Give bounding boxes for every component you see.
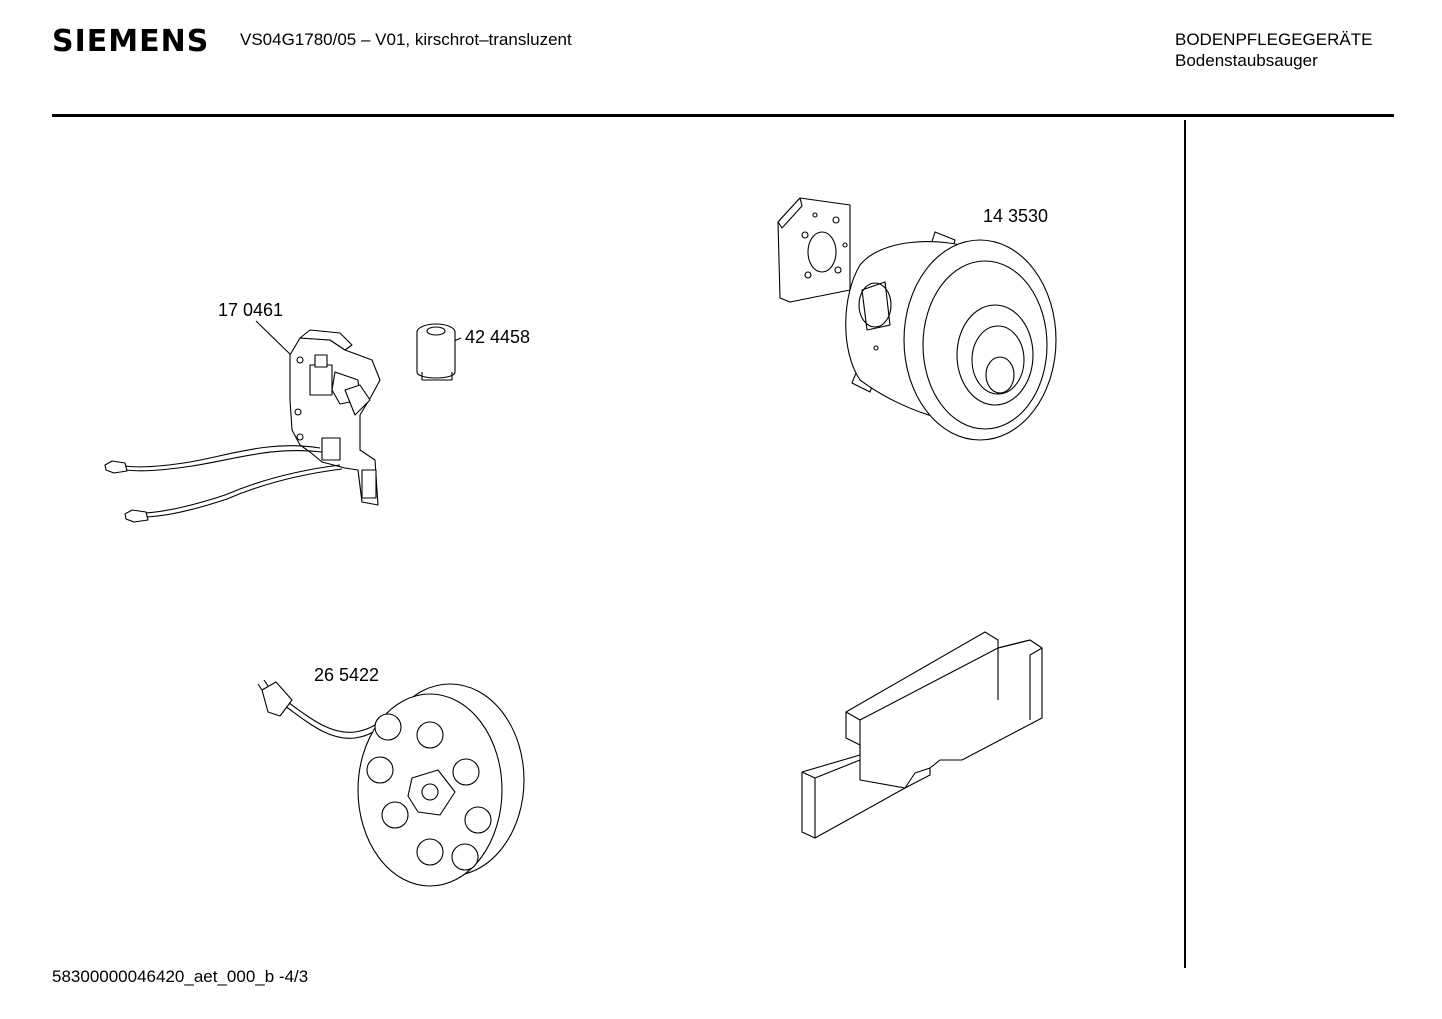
header-divider [52, 114, 1394, 117]
side-divider [1184, 120, 1186, 968]
part-number-cable-reel: 26 5422 [314, 665, 380, 685]
model-title: VS04G1780/05 – V01, kirschrot–transluzen… [240, 30, 572, 49]
subcategory-label: Bodenstaubsauger [1175, 51, 1318, 70]
brand-logo: SIEMENS [52, 24, 210, 59]
part-number-motor: 14 3530 [983, 206, 1049, 226]
part-number-switch-board: 17 0461 [218, 300, 284, 320]
category-label: BODENPFLEGEGERÄTE [1175, 30, 1373, 49]
document-id: 58300000046420_aet_000_b -4/3 [52, 967, 309, 986]
part-number-choke-coil: 42 4458 [465, 327, 531, 347]
